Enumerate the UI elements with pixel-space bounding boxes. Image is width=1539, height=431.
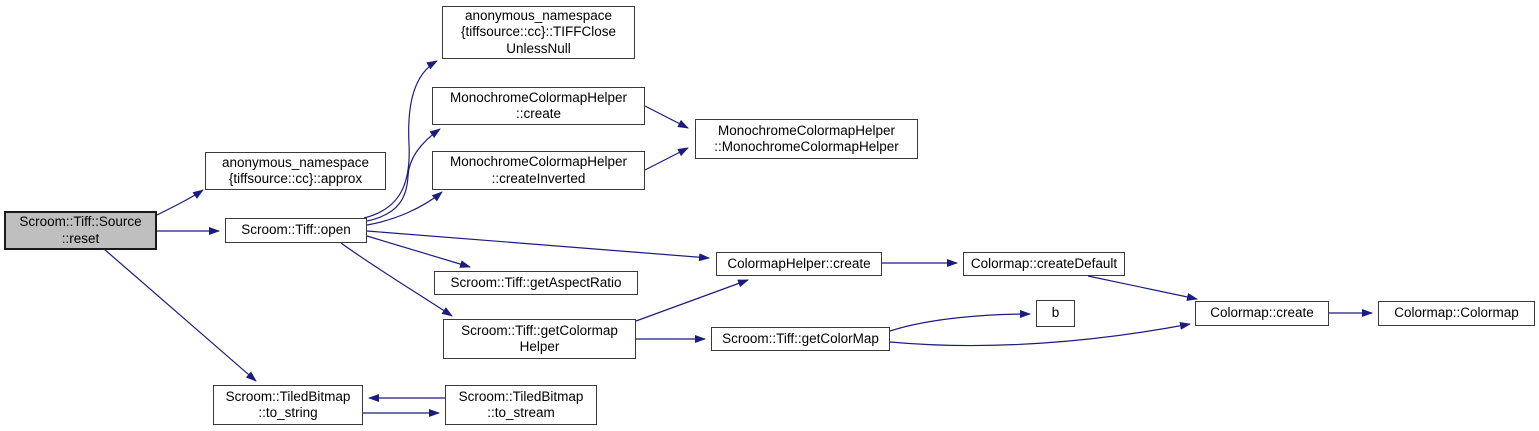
node-scroom-tiff-source-reset: Scroom::Tiff::Source ::reset (4, 211, 157, 250)
node-colormap-create-default[interactable]: Colormap::createDefault (963, 252, 1125, 276)
edge-get-colormap-helper-to-colormap-helper-create (635, 279, 749, 322)
edge-create-default-to-colormap-create (1087, 275, 1198, 301)
node-anonymous-namespace-approx[interactable]: anonymous_namespace {tiffsource::cc}::ap… (205, 152, 386, 190)
edge-open-to-monochrome-create-inverted (366, 191, 443, 226)
edge-open-to-get-colormap-helper (340, 242, 453, 317)
node-monochrome-colormap-helper-create-inverted[interactable]: MonochromeColormapHelper ::createInverte… (432, 151, 645, 190)
edge-reset-to-approx (156, 189, 204, 216)
node-monochrome-colormap-helper-create[interactable]: MonochromeColormapHelper ::create (432, 87, 645, 125)
edge-monochrome-create-to-ctor (644, 105, 689, 129)
node-scroom-tiledbitmap-to-stream[interactable]: Scroom::TiledBitmap ::to_stream (445, 385, 597, 425)
node-scroom-tiff-get-aspect-ratio[interactable]: Scroom::Tiff::getAspectRatio (434, 271, 638, 295)
edge-get-colormap-to-b (889, 310, 1031, 332)
node-monochrome-colormap-helper-ctor[interactable]: MonochromeColormapHelper ::MonochromeCol… (695, 119, 918, 159)
node-b[interactable]: b (1036, 300, 1075, 327)
edge-reset-to-to-string (103, 248, 257, 382)
edge-monochrome-create-inverted-to-ctor (644, 147, 689, 171)
node-colormap-colormap[interactable]: Colormap::Colormap (1378, 301, 1535, 326)
node-scroom-tiff-open[interactable]: Scroom::Tiff::open (225, 218, 367, 243)
edge-open-to-colormap-helper-create (366, 230, 710, 262)
node-colormap-create[interactable]: Colormap::create (1195, 301, 1329, 326)
node-colormap-helper-create[interactable]: ColormapHelper::create (716, 252, 882, 276)
edge-open-to-monochrome-create (366, 128, 441, 222)
node-scroom-tiff-get-colormap[interactable]: Scroom::Tiff::getColorMap (711, 327, 890, 351)
edge-get-colormap-to-colormap-create (889, 321, 1191, 347)
edge-open-to-tiffclose-unless-null (363, 60, 438, 219)
node-scroom-tiff-get-colormap-helper[interactable]: Scroom::Tiff::getColormap Helper (443, 319, 636, 359)
node-scroom-tiledbitmap-to-string[interactable]: Scroom::TiledBitmap ::to_string (213, 385, 363, 425)
node-tiffclose-unless-null[interactable]: anonymous_namespace {tiffsource::cc}::TI… (442, 6, 635, 59)
edge-open-to-get-aspect-ratio (366, 235, 471, 268)
